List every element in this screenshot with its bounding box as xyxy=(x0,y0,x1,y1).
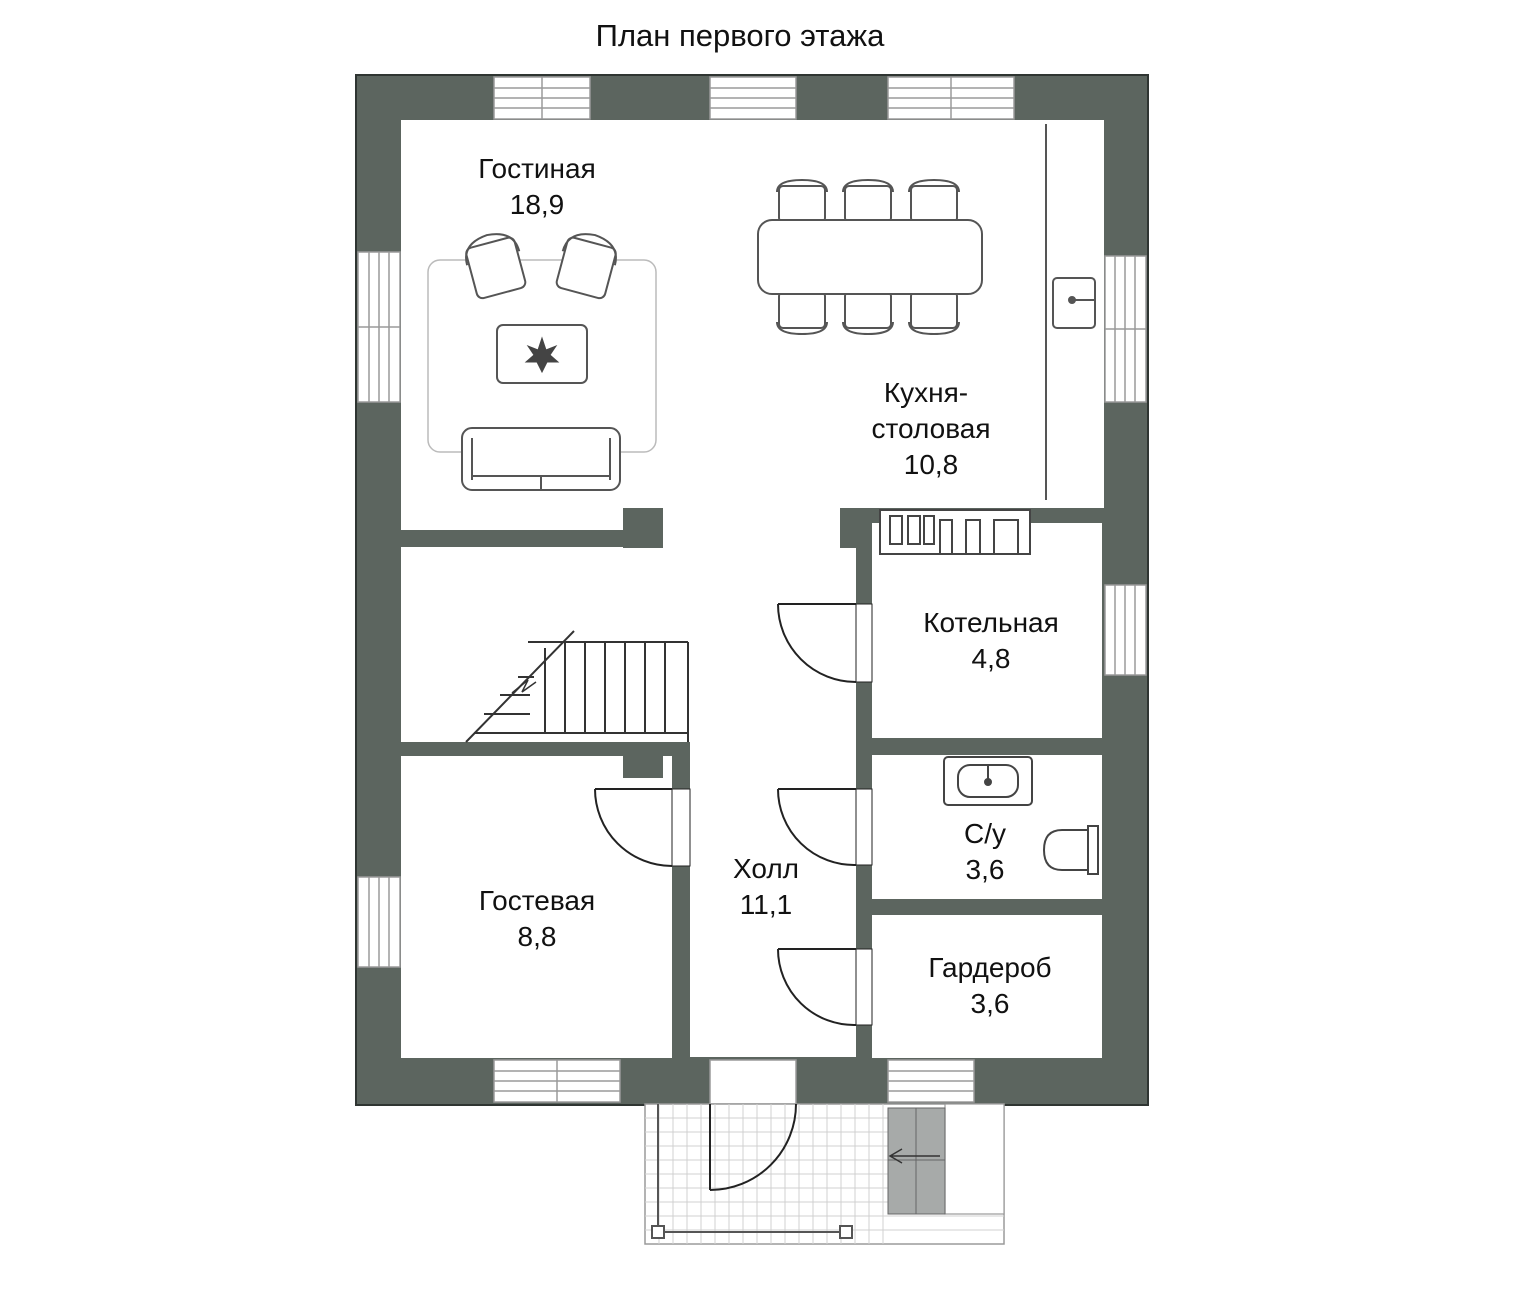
steps-arrow-icon xyxy=(888,1148,940,1164)
room-name-bathroom: С/у xyxy=(964,818,1006,849)
dining-table xyxy=(757,219,983,295)
stair-break-icon xyxy=(511,679,537,694)
window-top-right xyxy=(887,76,1015,120)
plan-title: План первого этажа xyxy=(595,18,885,53)
window-bottom-left xyxy=(493,1059,621,1103)
room-area-hall: 11,1 xyxy=(740,889,792,920)
entrance-opening xyxy=(709,1059,797,1105)
windows xyxy=(357,76,1147,1103)
boiler-equipment xyxy=(879,509,1031,555)
window-bottom-right xyxy=(887,1059,975,1103)
dining-chairs-top xyxy=(776,178,960,223)
room-area-living: 18,9 xyxy=(510,189,565,220)
window-right-upper xyxy=(1104,255,1147,403)
room-name-guest: Гостевая xyxy=(479,885,595,916)
room-name-wardrobe: Гардероб xyxy=(928,952,1051,983)
room-name-kitchen-line2: столовая xyxy=(872,413,991,444)
dining-chairs-bottom xyxy=(776,291,960,336)
bathroom-fixtures xyxy=(943,756,1099,875)
room-area-boiler: 4,8 xyxy=(972,643,1011,674)
staircase xyxy=(465,630,689,743)
room-area-bathroom: 3,6 xyxy=(966,854,1005,885)
dining-furniture xyxy=(757,178,983,336)
sofa xyxy=(461,427,621,491)
room-area-kitchen: 10,8 xyxy=(904,449,959,480)
decor-star-icon xyxy=(524,336,560,374)
doors xyxy=(594,603,857,1027)
window-left-upper xyxy=(357,251,401,403)
living-furniture xyxy=(427,233,657,491)
room-name-hall: Холл xyxy=(733,853,799,884)
door-bathroom xyxy=(777,788,857,867)
room-name-living: Гостиная xyxy=(478,153,596,184)
window-top-middle xyxy=(709,76,797,120)
door-wardrobe xyxy=(777,948,857,1027)
kitchen-counter xyxy=(1045,124,1096,500)
door-jambs xyxy=(671,603,873,1026)
window-left-lower xyxy=(357,876,401,968)
window-right-lower xyxy=(1104,584,1147,676)
door-guest-room xyxy=(594,788,673,867)
window-top-left xyxy=(493,76,591,120)
entrance-door xyxy=(709,1103,797,1191)
armchair-right xyxy=(555,233,617,300)
door-boiler-room xyxy=(777,603,857,683)
room-area-guest: 8,8 xyxy=(518,921,557,952)
toilet xyxy=(1042,825,1099,875)
porch xyxy=(644,1103,1005,1245)
floor-areas xyxy=(401,120,1104,1058)
armchair-left xyxy=(465,233,527,300)
room-labels: Гостиная 18,9 Кухня- столовая 10,8 Котел… xyxy=(478,153,1059,1019)
room-name-boiler: Котельная xyxy=(923,607,1059,638)
room-name-kitchen-line1: Кухня- xyxy=(884,377,968,408)
room-area-wardrobe: 3,6 xyxy=(971,988,1010,1019)
